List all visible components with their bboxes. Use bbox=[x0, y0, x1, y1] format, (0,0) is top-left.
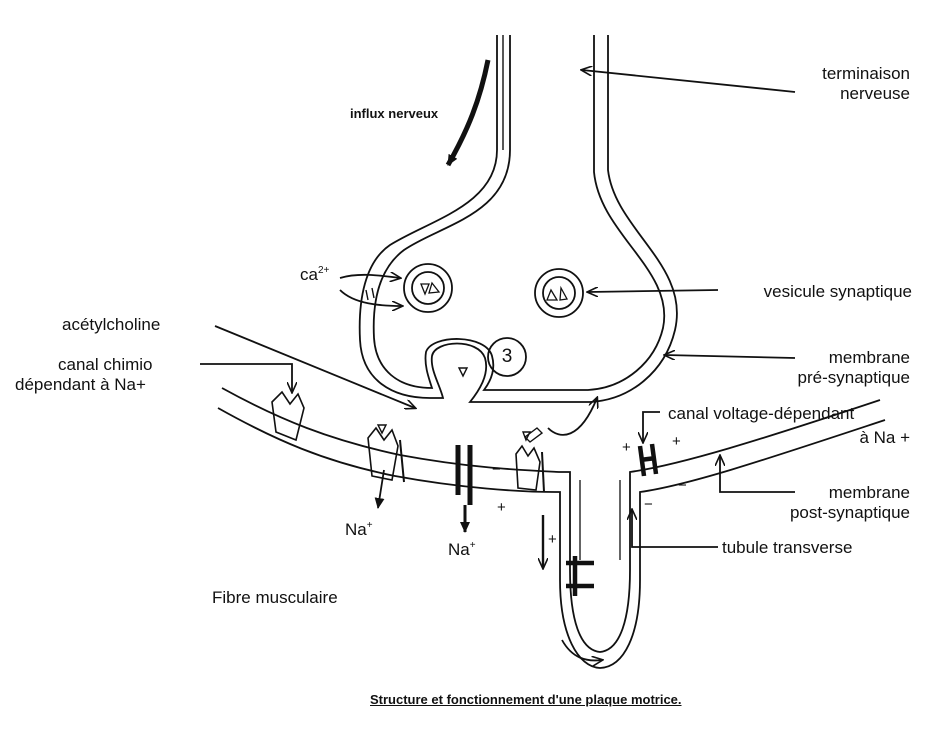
step-3-circle bbox=[487, 337, 527, 377]
influx-label: influx nerveux bbox=[350, 106, 439, 121]
minus-sign: − bbox=[644, 496, 653, 513]
na-label-center: Na+ bbox=[448, 540, 476, 562]
sodium-channel-center bbox=[455, 445, 473, 505]
plus-sign: + bbox=[672, 433, 681, 450]
plus-sign: + bbox=[497, 499, 506, 516]
postsynaptic-membrane-inner bbox=[217, 407, 886, 669]
calcium-arrow-1 bbox=[339, 275, 400, 278]
fibre-label: Fibre musculaire bbox=[212, 588, 338, 607]
postsynaptic-membrane-outer bbox=[221, 387, 881, 653]
calcium-charge: 2+ bbox=[317, 265, 330, 276]
na-charge-left: + bbox=[366, 520, 373, 531]
membrane-pre-pointer bbox=[665, 355, 796, 358]
membrane-pre-label-line2: pré-synaptique bbox=[797, 368, 910, 387]
tubule-label: tubule transverse bbox=[722, 538, 853, 557]
membrane-post-label-line2: post-synaptique bbox=[789, 503, 910, 522]
na-symbol-center: Na bbox=[448, 540, 470, 559]
terminal-outer-membrane bbox=[358, 35, 678, 403]
figure-caption: Structure et fonctionnement d'une plaque… bbox=[370, 692, 682, 707]
voltage-channel-tubule bbox=[566, 556, 594, 596]
acetylcholine-label: acétylcholine bbox=[62, 315, 161, 334]
tubule-bottom-arrow bbox=[561, 639, 602, 660]
vesicle-outer-left bbox=[403, 263, 453, 313]
chemio-channel-1 bbox=[271, 390, 305, 442]
calcium-symbol: ca bbox=[300, 265, 318, 284]
na-label-left: Na+ bbox=[345, 520, 373, 542]
step-3-label: 3 bbox=[501, 346, 513, 367]
vesicule-pointer bbox=[588, 290, 719, 292]
tubule-pointer bbox=[632, 510, 718, 548]
terminaison-label-line2: nerveuse bbox=[840, 84, 910, 103]
minus-sign: − bbox=[492, 461, 501, 478]
chemio-channel-3 bbox=[515, 444, 541, 491]
na-charge-center: + bbox=[469, 540, 476, 551]
acetylcholine-pointer bbox=[214, 325, 415, 408]
minus-sign: − bbox=[678, 477, 687, 494]
chemio-channel-2 bbox=[367, 426, 399, 481]
voltage-channel-top bbox=[637, 443, 659, 477]
vesicle-outer-right bbox=[534, 268, 584, 318]
membrane-pre-label-line1: membrane bbox=[828, 348, 910, 367]
vesicule-label: vesicule synaptique bbox=[763, 282, 912, 301]
calcium-arrow-2 bbox=[339, 289, 402, 306]
na-arrow-left bbox=[374, 469, 385, 509]
membrane-post-label-line1: membrane bbox=[828, 483, 910, 502]
canal-voltage-label-line2: à Na + bbox=[859, 428, 910, 447]
canal-voltage-pointer bbox=[643, 411, 660, 442]
calcium-label: ca2+ bbox=[300, 265, 329, 287]
plus-sign: + bbox=[622, 439, 631, 456]
terminaison-label-line1: terminaison bbox=[822, 64, 910, 83]
terminaison-pointer bbox=[582, 70, 796, 93]
canal-chimio-label-line1: canal chimio bbox=[58, 355, 153, 374]
plus-sign: + bbox=[548, 531, 557, 548]
terminal-inner-membrane bbox=[372, 35, 666, 391]
canal-voltage-label-line1: canal voltage-dépendant bbox=[668, 404, 855, 423]
recycle-arrow bbox=[547, 398, 597, 436]
influx-arrow bbox=[445, 59, 491, 167]
na-symbol-left: Na bbox=[345, 520, 367, 539]
canal-chimio-label-line2: dépendant à Na+ bbox=[15, 375, 146, 394]
canal-chimio-pointer bbox=[200, 363, 292, 392]
membrane-post-pointer bbox=[720, 456, 795, 493]
